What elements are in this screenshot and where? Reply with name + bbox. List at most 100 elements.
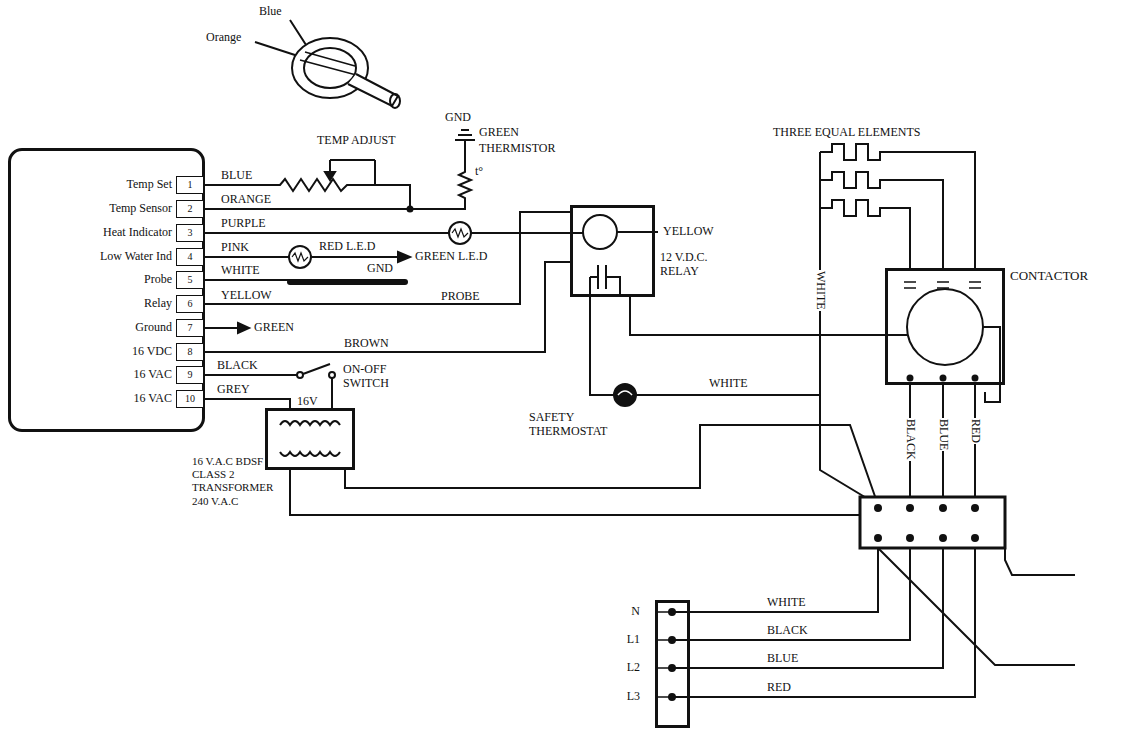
heat-indicator-wire [449,222,471,244]
thermistor-wire [205,140,471,209]
voltage-label: 16V [296,394,319,408]
wire-connector [204,262,570,352]
thermistor-wire [455,130,475,140]
component-label: 16 V.A.C BDSF CLASS 2 TRANSFORMER 240 V.… [192,455,264,508]
terminal-block [878,548,1075,665]
component-label: 16 VDC [132,344,172,358]
component-label: 12 V.D.C. RELAY [660,250,730,279]
supply-wires [672,548,975,697]
low-water-led-wire [292,253,308,261]
relay-contacts [590,265,620,297]
potentiometer-illustration [390,94,400,108]
component-label: Heat Indicator [103,225,172,239]
contactor-internals [983,327,1000,402]
lead-label: Orange [205,30,242,44]
component-label: Temp Sensor [109,201,172,215]
terminal-block [875,535,881,541]
pin-number: 4 [188,251,193,263]
wire-color: YELLOW [220,288,273,302]
ground-wire [238,323,249,333]
wire-color: BLACK [904,418,918,461]
contactor-internals [885,334,907,336]
component-label: ON-OFF SWITCH [342,362,404,391]
safety-thermostat-symbol [618,391,632,395]
pin-number-box: 2 [176,200,204,218]
wire-color: BLACK [766,623,809,637]
wire-color: WHITE [814,270,828,311]
wire-color: WHITE [220,263,261,277]
wire-connector [204,212,570,304]
pin-number: 8 [188,346,193,358]
wire-color: PINK [220,240,250,254]
wire-color: PURPLE [220,216,267,230]
contactor-internals [904,282,981,288]
terminal-block [1005,548,1075,575]
contactor-internals [907,289,983,365]
potentiometer-illustration [255,20,400,108]
pin-number: 7 [188,322,193,334]
terminal-block [907,535,913,541]
terminal-block [940,535,946,541]
pin-number-box: 5 [176,271,204,289]
heat-indicator-wire [205,215,658,249]
temp-adjust-wire [205,179,410,209]
component-label: L1 [627,632,640,646]
wire-color: GREEN [478,125,520,139]
wire-color: WHITE [708,376,749,390]
component-label: 16 VAC [133,367,172,381]
terminal-block [907,505,913,511]
contactor-internals [910,385,975,497]
ground-wire [205,327,240,329]
low-water-led-wire [205,256,398,258]
wire-color: RED [969,418,983,444]
pin-number-box: 1 [176,176,204,194]
probe-wire [290,279,405,285]
pin-number: 3 [188,227,193,239]
heat-indicator-wire [205,232,658,233]
switch-and-transformer [329,372,335,378]
thermistor-wire [205,130,475,212]
component-label: RED L.E.D [318,239,376,253]
component-label: L2 [627,660,640,674]
switch-and-transformer [205,399,290,408]
controller-box: 12345678910Temp SetTemp SensorHeat Indic… [8,148,205,432]
contactor-box: CONTACTOR [885,268,1005,385]
heating-elements [820,144,975,268]
pin-number: 1 [188,179,193,191]
component-label: Relay [144,296,172,310]
component-label: Low Water Ind [100,249,172,263]
wire-color: BLUE [220,168,253,182]
component-label: L3 [627,689,640,703]
terminal-block [860,497,1005,548]
wire-color: WHITE [766,595,807,609]
component-label: Probe [144,272,172,286]
pin-number-box: 3 [176,224,204,242]
wire-color: BLUE [766,651,799,665]
component-label: 16 VAC [133,391,172,405]
lead-label: Blue [258,4,283,18]
relay-contacts [590,265,620,395]
pin-number-box: 6 [176,295,204,313]
heating-elements [820,200,910,268]
pin-number: 9 [188,369,193,381]
component-label: GREEN L.E.D [414,249,488,263]
wire-color: RED [766,680,792,694]
ground-wire [205,323,249,333]
heating-elements [820,152,878,505]
heating-elements [820,144,975,505]
switch-and-transformer [280,421,340,425]
component-label: PROBE [440,289,481,303]
wire-color: BROWN [343,336,390,350]
wire-color: YELLOW [662,224,715,238]
pin-number-box: 8 [176,343,204,361]
probe-wire [205,280,405,282]
wire-color: GREY [216,382,251,396]
relay-box: 12 V.D.C. RELAY [570,205,655,297]
probe-wire [205,279,290,281]
contactor-internals [885,282,1000,497]
temp-adjust-wire [325,172,335,180]
component-label: THERMISTOR [478,141,556,155]
pin-number-box: 4 [176,248,204,266]
